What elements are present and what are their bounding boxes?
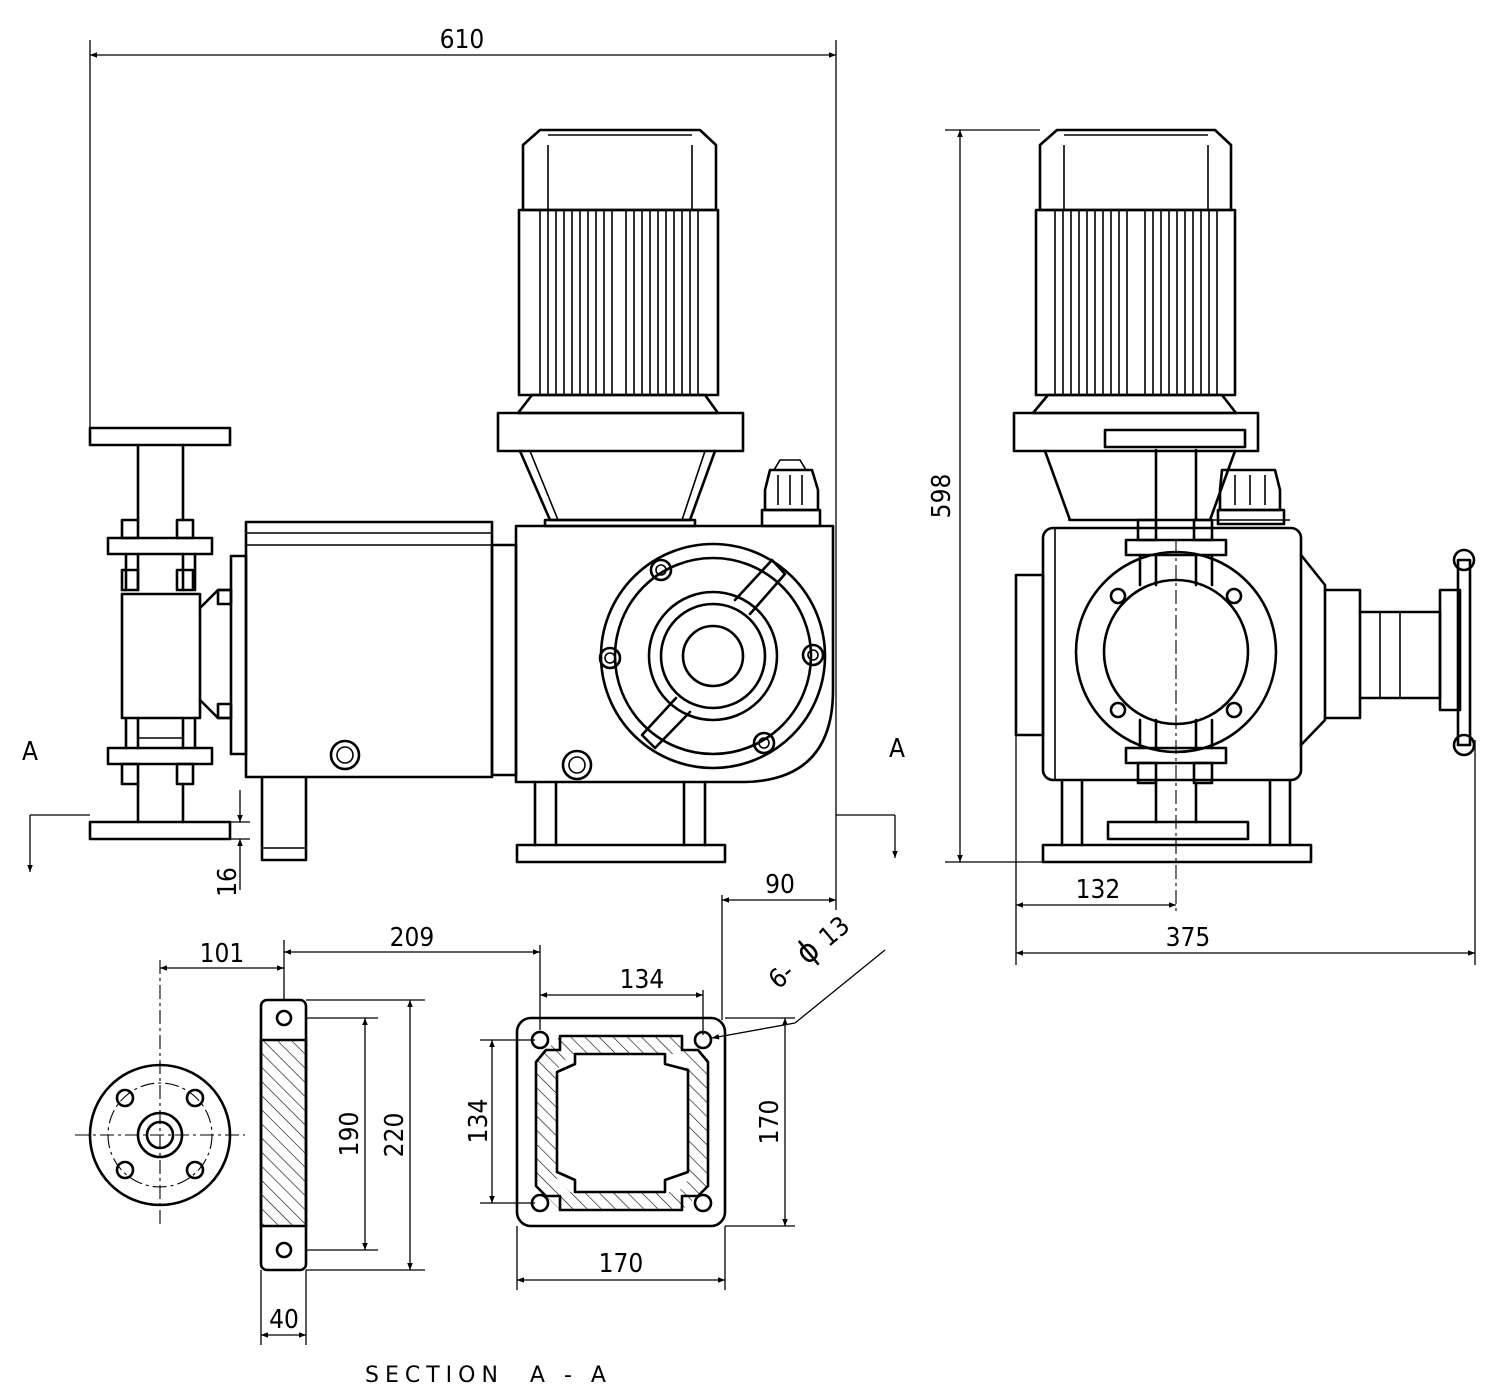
- dim-132: 132: [1076, 875, 1121, 905]
- dimension-lines: [89, 40, 1476, 1345]
- dim-610: 610: [440, 25, 485, 55]
- dim-598: 598: [927, 474, 957, 519]
- dim-16: 16: [213, 867, 243, 897]
- dim-209: 209: [390, 923, 435, 953]
- front-pump-head: [88, 426, 233, 841]
- hole-spec-diameter: 13: [814, 911, 856, 953]
- front-middle-housing: [229, 520, 518, 862]
- front-gearbox: [514, 459, 835, 784]
- front-motor-fins: [539, 210, 699, 395]
- section-labels: A A SECTION A - A: [22, 734, 905, 1388]
- front-motor: [496, 128, 745, 522]
- section-cut-marks: [27, 814, 898, 872]
- side-body: [1014, 448, 1476, 841]
- front-view: [27, 128, 898, 872]
- dim-90: 90: [765, 870, 795, 900]
- section-mark-right: A: [889, 734, 905, 764]
- foot-detail: [259, 998, 425, 1272]
- dim-170-right: 170: [755, 1100, 785, 1145]
- side-view: [1012, 128, 1476, 915]
- flange-detail: [75, 960, 245, 1225]
- hole-spec-prefix: 6-: [763, 957, 800, 995]
- side-base: [1041, 778, 1313, 864]
- section-mark-left: A: [22, 737, 38, 767]
- side-motor: [1012, 128, 1260, 522]
- section-title: SECTION A - A: [365, 1363, 612, 1388]
- dim-375: 375: [1166, 923, 1211, 953]
- dim-220: 220: [380, 1113, 410, 1158]
- dim-134-top: 134: [620, 965, 665, 995]
- hole-spec: 6- ϕ 13: [763, 911, 856, 996]
- dim-101: 101: [200, 939, 245, 969]
- front-base: [515, 780, 727, 864]
- dim-40: 40: [269, 1305, 299, 1335]
- section-aa-detail: [515, 949, 886, 1228]
- dim-170-bottom: 170: [599, 1249, 644, 1279]
- dim-190: 190: [335, 1112, 365, 1157]
- dim-134-left: 134: [464, 1099, 494, 1144]
